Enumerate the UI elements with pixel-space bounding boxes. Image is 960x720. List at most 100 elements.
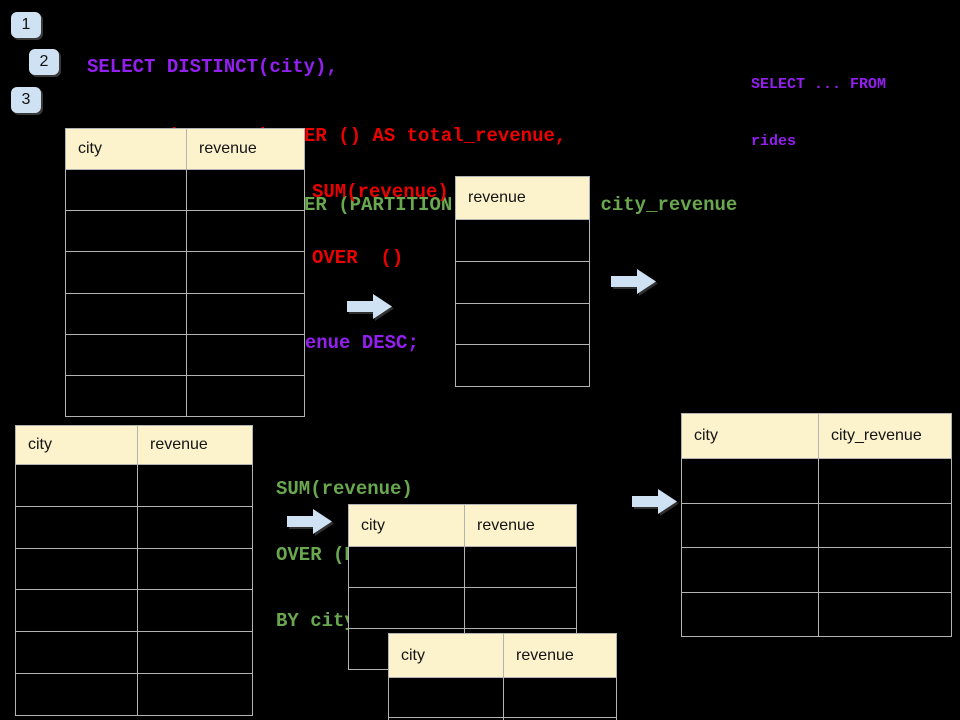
table-rides-top: city revenue (65, 128, 305, 418)
table-cell (137, 506, 252, 548)
right-arrow-icon (611, 268, 657, 295)
table-row (66, 210, 304, 252)
table-row (682, 502, 951, 548)
table-city-revenue-result: city city_revenue (681, 413, 952, 637)
table-row (456, 302, 589, 345)
step-badge-label: 3 (21, 91, 31, 108)
table-row (66, 169, 304, 211)
table-cell (818, 592, 951, 636)
column-header-city: city (361, 516, 385, 534)
step-badge-label: 2 (39, 53, 49, 70)
table-partition-step-overlay: city revenue (388, 633, 617, 720)
table-cell (818, 459, 951, 503)
annotation-line: OVER () (312, 247, 404, 269)
table-cell (137, 632, 252, 673)
table-cell (456, 262, 589, 303)
step-badge-1: 1 (11, 12, 41, 38)
table-row (389, 717, 616, 720)
table-body (389, 677, 616, 720)
right-arrow-icon (287, 508, 333, 535)
table-cell (66, 294, 186, 334)
table-cell (456, 220, 589, 261)
table-cell (66, 335, 186, 375)
table-row (66, 333, 304, 375)
column-header-city: city (694, 427, 718, 444)
table-row (16, 589, 252, 632)
table-row (389, 677, 616, 717)
table-row (456, 219, 589, 261)
table-row (16, 547, 252, 590)
table-cell (137, 673, 252, 715)
table-body (682, 458, 951, 636)
table-cell (137, 548, 252, 590)
side-note-line: SELECT ... FROM (751, 76, 887, 93)
column-header-city: city (401, 646, 425, 664)
table-cell (186, 170, 304, 211)
table-cell (186, 334, 304, 375)
table-cell (66, 376, 186, 416)
table-cell (682, 548, 818, 592)
table-cell (16, 465, 137, 506)
table-cell (503, 718, 616, 720)
table-cell (682, 593, 818, 637)
table-cell (66, 211, 186, 251)
table-cell (16, 632, 137, 673)
table-row (456, 260, 589, 303)
table-row (682, 458, 951, 503)
table-cell (137, 590, 252, 632)
table-cell (186, 211, 304, 252)
table-cell (456, 304, 589, 345)
table-row (682, 547, 951, 592)
column-header-revenue: revenue (186, 129, 304, 169)
table-row (16, 505, 252, 548)
table-cell (16, 549, 137, 590)
table-cell (349, 588, 464, 628)
table-body (456, 219, 589, 386)
column-header-revenue: revenue (468, 189, 526, 206)
table-cell (464, 547, 576, 587)
table-header-row: city revenue (66, 129, 304, 169)
column-header-revenue: revenue (464, 505, 576, 546)
table-row (16, 672, 252, 715)
table-body (66, 169, 304, 417)
table-total-revenue-result: revenue (455, 176, 590, 388)
step-badge-3: 3 (11, 87, 41, 113)
table-cell (818, 503, 951, 547)
total-revenue-annotation: SUM(revenue) OVER () (312, 137, 449, 313)
table-row (66, 251, 304, 293)
table-cell (682, 504, 818, 548)
table-cell (186, 293, 304, 334)
table-header-row: city revenue (349, 505, 576, 546)
column-header-city: city (28, 436, 52, 453)
table-body (16, 464, 252, 715)
table-header-row: city revenue (16, 426, 252, 464)
table-rides-bottom: city revenue (15, 425, 253, 716)
table-header-row: revenue (456, 177, 589, 219)
table-cell (503, 678, 616, 717)
table-cell (186, 252, 304, 293)
table-cell (16, 507, 137, 548)
column-header-city-revenue: city_revenue (818, 414, 951, 458)
table-cell (16, 590, 137, 631)
table-header-row: city city_revenue (682, 414, 951, 458)
side-note: SELECT ... FROM rides (751, 37, 886, 189)
table-cell (818, 548, 951, 592)
right-arrow-icon (347, 293, 393, 320)
table-cell (66, 170, 186, 210)
step-badge-2: 2 (29, 49, 59, 75)
table-cell (456, 345, 589, 386)
annotation-line: SUM(revenue) (276, 478, 413, 500)
table-row (349, 546, 576, 587)
table-row (66, 292, 304, 334)
table-row (16, 631, 252, 673)
table-row (349, 587, 576, 628)
right-arrow-icon (632, 488, 678, 515)
table-header-row: city revenue (389, 634, 616, 677)
table-row (16, 464, 252, 506)
column-header-revenue: revenue (137, 426, 252, 464)
table-cell (464, 588, 576, 628)
table-cell (66, 252, 186, 292)
table-row (66, 374, 304, 417)
table-cell (186, 375, 304, 417)
